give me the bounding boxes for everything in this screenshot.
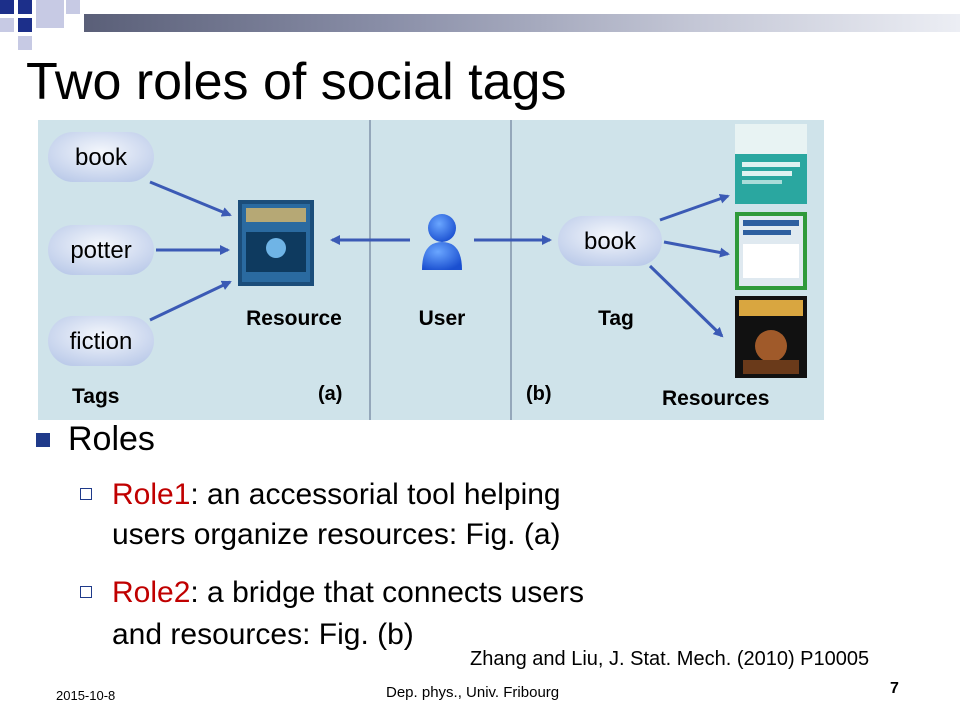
role2-line2: and resources: Fig. (b) bbox=[112, 618, 414, 651]
tag-pill-book: book bbox=[48, 132, 154, 182]
resource-thumb-3 bbox=[735, 296, 807, 378]
hollow-square-bullet-icon bbox=[80, 586, 92, 598]
bullet-roles-text: Roles bbox=[68, 420, 155, 458]
arrow-book-resource bbox=[149, 180, 232, 217]
footer-date: 2015-10-8 bbox=[56, 688, 116, 703]
corner-square-7 bbox=[66, 0, 80, 14]
role1-key: Role1 bbox=[112, 478, 191, 511]
role2-line1: : a bridge that connects users bbox=[190, 576, 584, 609]
page-number: 7 bbox=[890, 680, 899, 697]
tags-label: Tags bbox=[72, 385, 119, 408]
hollow-square-bullet-icon bbox=[80, 488, 92, 500]
user-label: User bbox=[419, 307, 466, 330]
arrow-tag-resource-3 bbox=[648, 264, 724, 338]
corner-square-3 bbox=[36, 0, 64, 28]
tag-pill-center-book: book bbox=[558, 216, 662, 266]
role1-line2: users organize resources: Fig. (a) bbox=[112, 518, 561, 551]
arrow-tag-resource-1 bbox=[659, 193, 730, 222]
resource-thumb-2 bbox=[735, 212, 807, 290]
panel-a-label: (a) bbox=[318, 383, 342, 405]
svg-text:fiction: fiction bbox=[70, 328, 133, 355]
svg-text:potter: potter bbox=[70, 237, 131, 264]
corner-square-2 bbox=[18, 0, 32, 14]
square-bullet-icon bbox=[36, 433, 50, 447]
resource-thumb-1 bbox=[735, 124, 807, 204]
footer-affiliation: Dep. phys., Univ. Fribourg bbox=[386, 684, 560, 701]
tags-diagram: book potter fiction Resource bbox=[48, 120, 807, 420]
panel-b-label: (b) bbox=[526, 383, 552, 405]
tag-pill-potter: potter bbox=[48, 225, 154, 275]
citation: Zhang and Liu, J. Stat. Mech. (2010) P10… bbox=[470, 648, 870, 670]
arrow-tag-resource-2 bbox=[663, 240, 730, 258]
tag-pill-fiction: fiction bbox=[48, 316, 154, 366]
corner-square-5 bbox=[0, 18, 14, 32]
resource-label: Resource bbox=[246, 307, 342, 330]
role2-key: Role2 bbox=[112, 576, 191, 609]
corner-square-4 bbox=[18, 18, 32, 32]
svg-text:book: book bbox=[584, 228, 637, 255]
corner-square-6 bbox=[18, 36, 32, 50]
book-cover-image bbox=[238, 200, 314, 286]
resources-label: Resources bbox=[662, 387, 769, 410]
arrow-fiction-resource bbox=[149, 280, 232, 322]
role1-line1: : an accessorial tool helping bbox=[190, 478, 561, 511]
svg-text:book: book bbox=[75, 144, 128, 171]
corner-square-1 bbox=[0, 0, 14, 14]
header-gradient-bar bbox=[84, 14, 960, 32]
slide-title: Two roles of social tags bbox=[26, 53, 567, 111]
user-icon bbox=[422, 214, 462, 270]
tags-figure: book potter fiction Resource bbox=[38, 120, 824, 420]
tag-label: Tag bbox=[598, 307, 634, 330]
